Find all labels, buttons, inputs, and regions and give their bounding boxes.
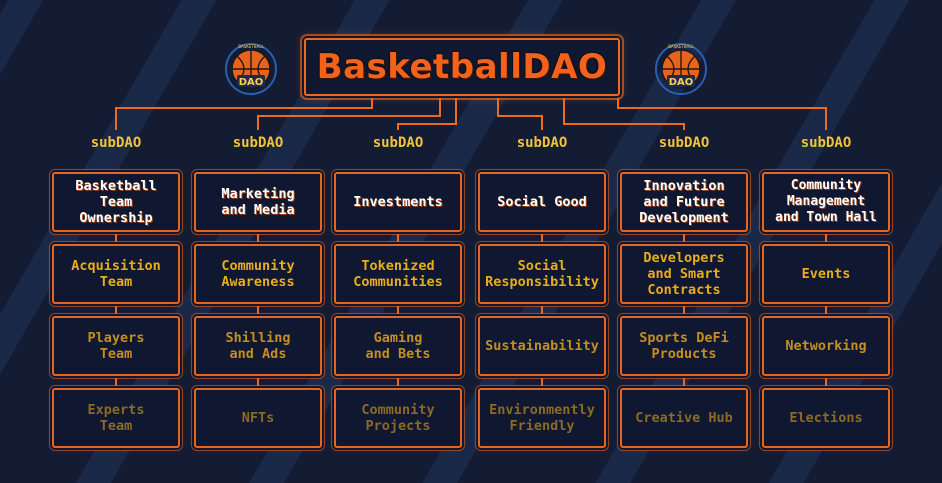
- subdao-label-5: subDAO: [658, 135, 710, 151]
- basketball-dao-logo-right: DAO BASKETBALL: [654, 42, 708, 96]
- subdao-head-innovation-and-future-development: Innovation and Future Development: [620, 172, 748, 232]
- subdao-label-4: subDAO: [516, 135, 568, 151]
- logo-left-arc-text: BASKETBALL: [238, 44, 264, 49]
- basketball-dao-logo-left: DAO BASKETBALL: [224, 42, 278, 96]
- page-title: BasketballDAO: [316, 47, 608, 87]
- node-sports-defi-products: Sports DeFi Products: [620, 316, 748, 376]
- subdao-head-community-management-and-town-hall: Community Management and Town Hall: [762, 172, 890, 232]
- title-box: BasketballDAO: [304, 38, 620, 96]
- logo-right-label: DAO: [669, 77, 694, 88]
- connector-col-2: [257, 96, 441, 130]
- node-tokenized-communities: Tokenized Communities: [334, 244, 462, 304]
- node-sustainability: Sustainability: [478, 316, 606, 376]
- node-community-awareness: Community Awareness: [194, 244, 322, 304]
- node-acquisition-team: Acquisition Team: [52, 244, 180, 304]
- node-social-responsibility: Social Responsibility: [478, 244, 606, 304]
- connector-col-5: [563, 96, 685, 130]
- connector-col-6: [617, 96, 827, 130]
- subdao-label-3: subDAO: [372, 135, 424, 151]
- logo-right-arc-text: BASKETBALL: [668, 44, 694, 49]
- node-environmently-friendly: Environmently Friendly: [478, 388, 606, 448]
- node-nfts: NFTs: [194, 388, 322, 448]
- subdao-head-social-good: Social Good: [478, 172, 606, 232]
- node-events: Events: [762, 244, 890, 304]
- connector-col-3: [397, 96, 457, 130]
- subdao-head-marketing-and-media: Marketing and Media: [194, 172, 322, 232]
- connector-col-4: [497, 96, 543, 130]
- node-networking: Networking: [762, 316, 890, 376]
- subdao-label-1: subDAO: [90, 135, 142, 151]
- connector-col-1: [115, 96, 373, 130]
- subdao-head-basketball-team-ownership: Basketball Team Ownership: [52, 172, 180, 232]
- logo-left-label: DAO: [239, 77, 264, 88]
- subdao-label-6: subDAO: [800, 135, 852, 151]
- node-creative-hub: Creative Hub: [620, 388, 748, 448]
- node-shilling-and-ads: Shilling and Ads: [194, 316, 322, 376]
- subdao-head-investments: Investments: [334, 172, 462, 232]
- node-elections: Elections: [762, 388, 890, 448]
- node-community-projects: Community Projects: [334, 388, 462, 448]
- node-experts-team: Experts Team: [52, 388, 180, 448]
- node-gaming-and-bets: Gaming and Bets: [334, 316, 462, 376]
- node-players-team: Players Team: [52, 316, 180, 376]
- node-developers-and-smart-contracts: Developers and Smart Contracts: [620, 244, 748, 304]
- subdao-label-2: subDAO: [232, 135, 284, 151]
